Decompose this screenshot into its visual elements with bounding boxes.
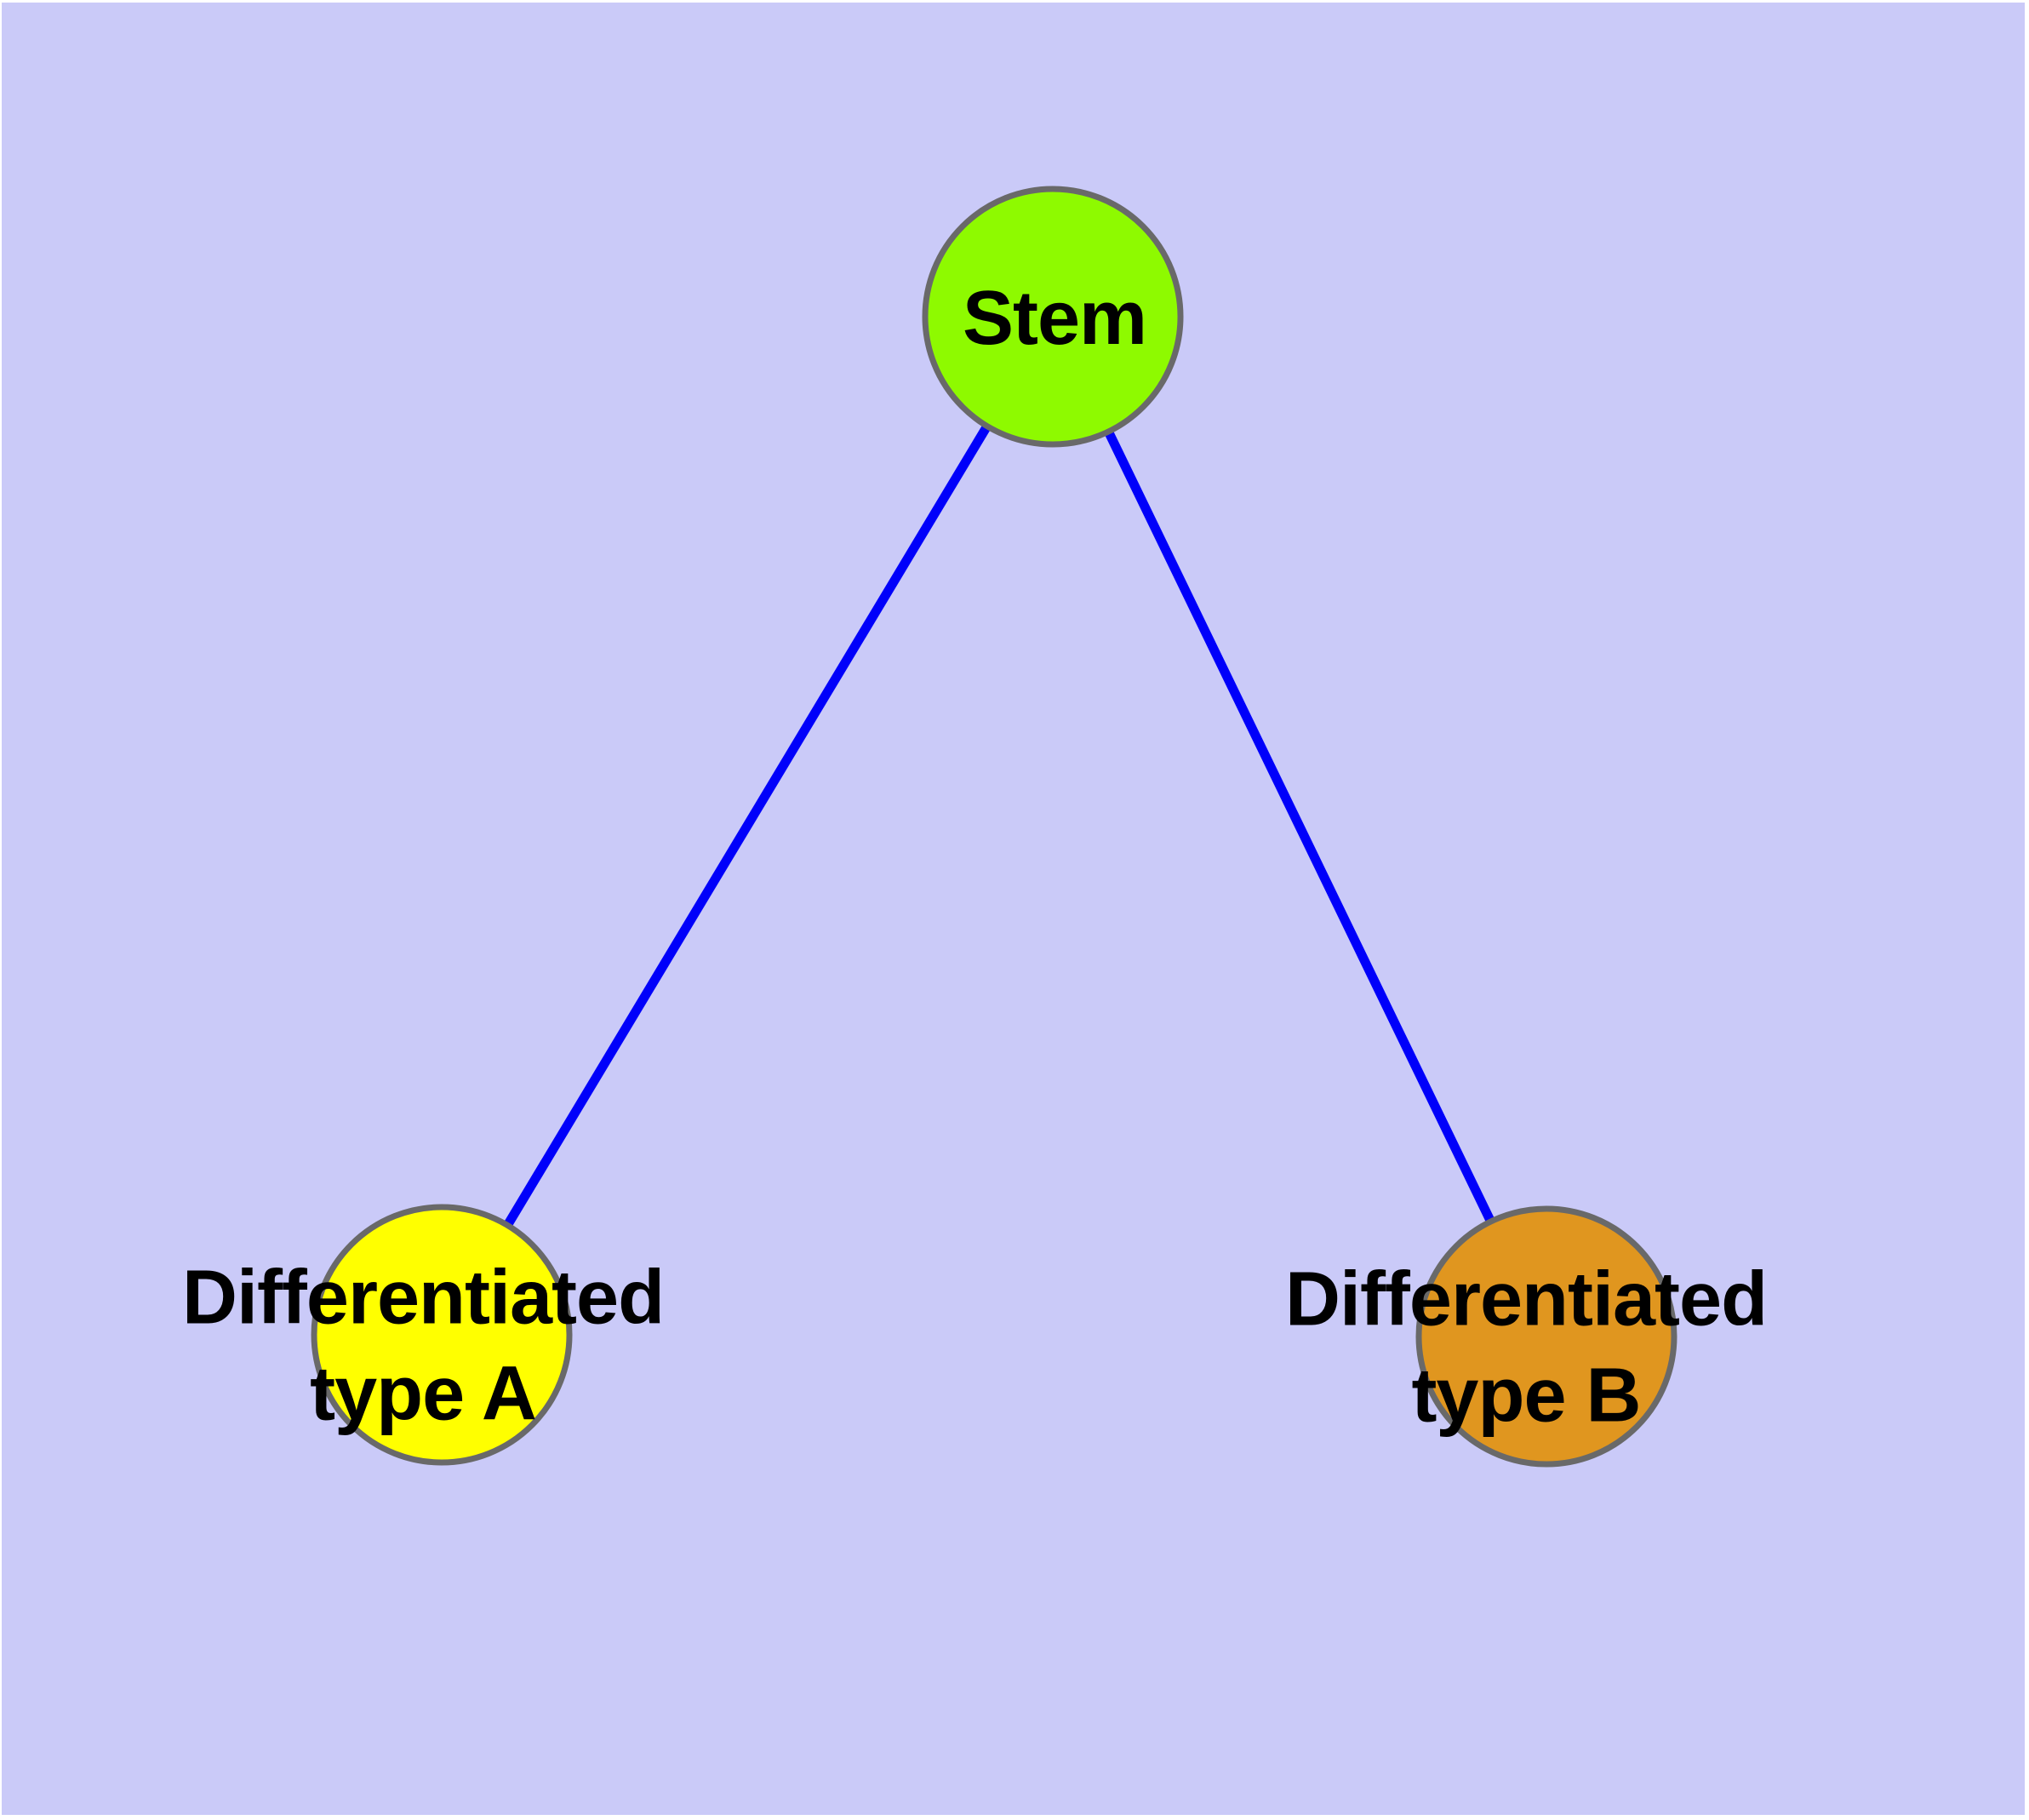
node-label-type-a-line1: Differentiated bbox=[181, 1255, 665, 1341]
edge-stem-to-type-b bbox=[1049, 314, 1551, 1339]
node-label-stem: Stem bbox=[962, 275, 1147, 361]
node-label-type-b-line2: type B bbox=[1411, 1353, 1641, 1438]
edge-stem-to-type-a bbox=[437, 314, 1057, 1337]
node-differentiated-type-a bbox=[311, 1204, 573, 1466]
node-stem bbox=[922, 186, 1184, 448]
node-differentiated-type-b bbox=[1415, 1205, 1677, 1468]
node-label-differentiated-type-b: Differentiated type B bbox=[1284, 1252, 1768, 1444]
node-label-differentiated-type-a: Differentiated type A bbox=[181, 1251, 665, 1442]
node-label-type-a-line2: type A bbox=[310, 1351, 537, 1436]
node-label-type-b-line1: Differentiated bbox=[1284, 1256, 1768, 1342]
